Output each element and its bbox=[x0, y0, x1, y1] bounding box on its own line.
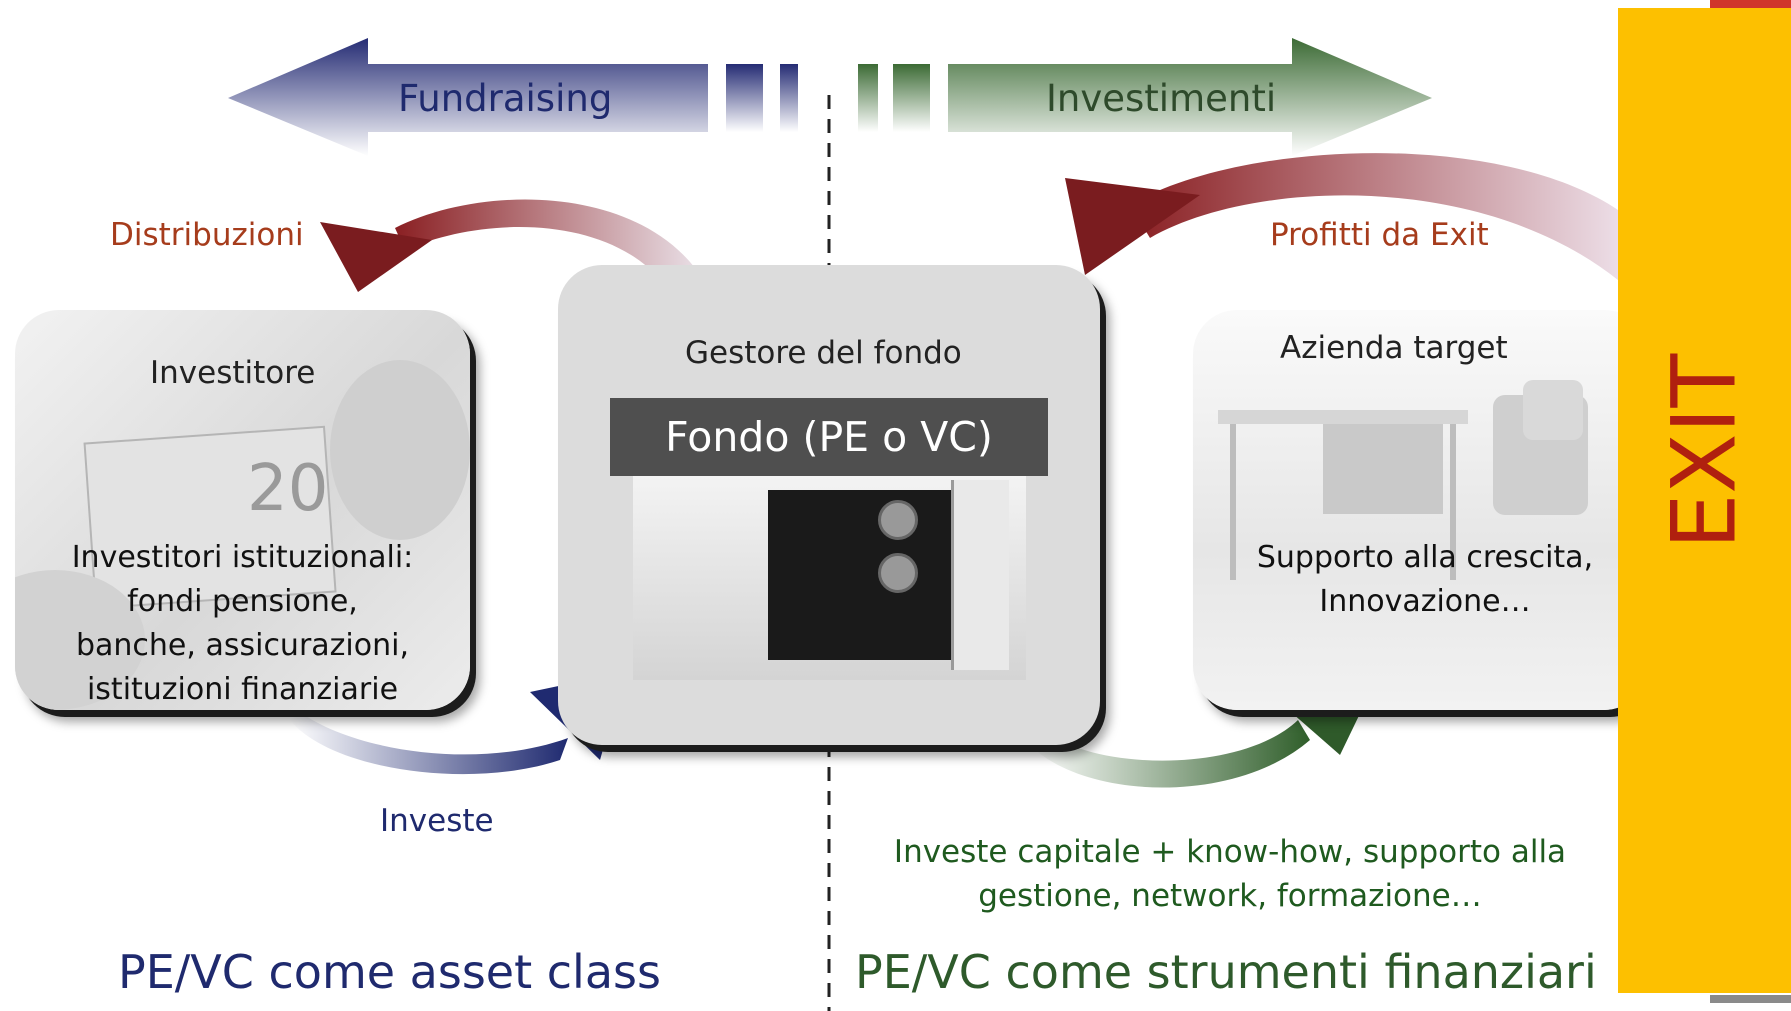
investor-description-line: Investitori istituzionali: bbox=[71, 540, 414, 575]
exit-bar bbox=[1618, 8, 1791, 993]
distribuzioni-arrow bbox=[320, 199, 695, 292]
safe-photo bbox=[633, 470, 1026, 680]
safe-interior bbox=[768, 490, 958, 660]
investimenti-arrow bbox=[858, 38, 1432, 156]
fundraising-arrow bbox=[228, 38, 798, 156]
fundraising-label: Fundraising bbox=[398, 77, 613, 120]
investor-description-line: fondi pensione, bbox=[127, 584, 358, 619]
investimenti-label: Investimenti bbox=[1046, 77, 1277, 120]
investor-title: Investitore bbox=[150, 355, 316, 391]
fund-box bbox=[558, 265, 1100, 745]
investor-description: Investitori istituzionali: fondi pension… bbox=[15, 536, 470, 712]
profitti-label: Profitti da Exit bbox=[1270, 217, 1489, 253]
office-photo-icon bbox=[1218, 380, 1588, 580]
safe-dial-icon bbox=[878, 553, 918, 593]
target-box bbox=[1193, 310, 1648, 710]
target-title: Azienda target bbox=[1280, 330, 1508, 366]
distribuzioni-label: Distribuzioni bbox=[110, 217, 304, 253]
strumenti-finanziari-caption: PE/VC come strumenti finanziari bbox=[855, 945, 1597, 999]
exit-top-strip bbox=[1710, 0, 1791, 8]
investe-label: Investe bbox=[380, 803, 494, 839]
investe-capitale-label: Investe capitale + know-how, supporto al… bbox=[870, 830, 1590, 918]
safe-dial-icon bbox=[878, 500, 918, 540]
investe-capitale-line: gestione, network, formazione… bbox=[978, 878, 1482, 914]
exit-label: EXIT bbox=[1652, 353, 1756, 550]
investe-capitale-line: Investe capitale + know-how, supporto al… bbox=[893, 834, 1567, 870]
exit-bottom-strip bbox=[1710, 995, 1791, 1003]
svg-text:20: 20 bbox=[247, 452, 328, 526]
safe-door bbox=[951, 480, 1009, 670]
target-description-line: Supporto alla crescita, bbox=[1256, 540, 1594, 575]
target-description-line: Innovazione… bbox=[1319, 584, 1531, 619]
fund-title: Gestore del fondo bbox=[685, 335, 962, 371]
investor-box: 20 bbox=[15, 310, 470, 710]
target-description: Supporto alla crescita, Innovazione… bbox=[1225, 536, 1625, 624]
investor-description-line: istituzioni finanziarie bbox=[86, 672, 399, 707]
fund-banner: Fondo (PE o VC) bbox=[610, 398, 1048, 476]
profitti-arrow bbox=[1065, 153, 1618, 280]
banknote-photo-icon: 20 bbox=[15, 360, 470, 710]
asset-class-caption: PE/VC come asset class bbox=[118, 945, 661, 999]
investor-description-line: banche, assicurazioni, bbox=[75, 628, 409, 663]
